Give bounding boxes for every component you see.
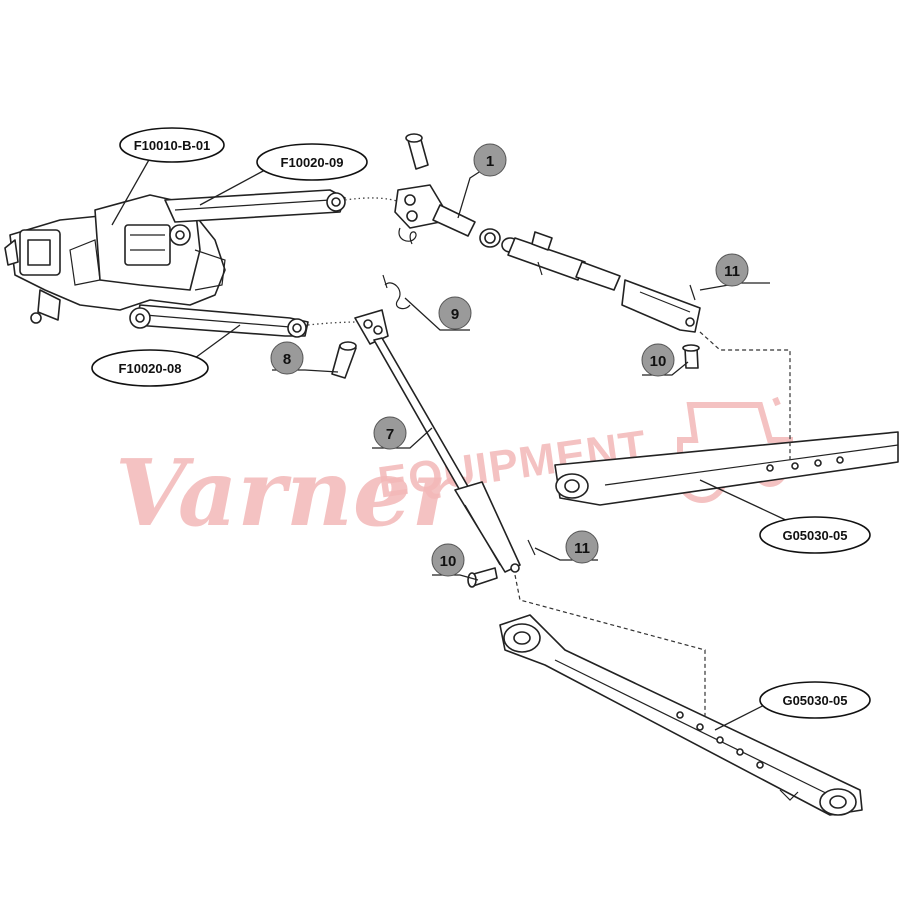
- callout-9: 9: [438, 296, 472, 330]
- label-f10020-08: F10020-08: [91, 349, 209, 387]
- svg-text:F10020-09: F10020-09: [281, 155, 344, 170]
- upper-arm-connection: [344, 197, 401, 203]
- callout-10-top: 10: [641, 343, 675, 377]
- callout-11-top: 11: [715, 253, 749, 287]
- leader-g05030-05-right: [699, 479, 791, 523]
- svg-text:7: 7: [386, 426, 394, 443]
- callout-8: 8: [270, 341, 304, 375]
- leader-f10010: [111, 157, 151, 226]
- callout-10-bottom: 10: [431, 543, 465, 577]
- svg-text:F10020-08: F10020-08: [119, 361, 182, 376]
- pin-bottom: [467, 567, 498, 588]
- pin-top: [682, 344, 700, 369]
- assembly-line-bottom: [514, 574, 706, 720]
- leader-f10020-08: [194, 324, 241, 359]
- lower-link-right: [554, 431, 899, 506]
- callout-7: 7: [373, 416, 407, 450]
- label-g05030-05-right: G05030-05: [759, 516, 871, 554]
- top-link-assembly: [394, 133, 701, 333]
- svg-text:11: 11: [574, 540, 590, 557]
- svg-text:10: 10: [650, 353, 667, 370]
- lower-link-left: [499, 614, 863, 816]
- leader-f10020-09: [199, 169, 266, 206]
- watermark-script: Varner: [115, 439, 466, 547]
- svg-text:G05030-05: G05030-05: [782, 693, 847, 708]
- linch-pin-bottom: [527, 539, 536, 556]
- label-f10010-b-01: F10010-B-01: [119, 127, 225, 163]
- callout-1: 1: [473, 143, 507, 177]
- svg-text:G05030-05: G05030-05: [782, 528, 847, 543]
- svg-text:11: 11: [724, 263, 740, 280]
- label-f10020-09: F10020-09: [256, 143, 368, 181]
- svg-text:10: 10: [440, 553, 457, 570]
- lift-rod-pin: [331, 341, 357, 379]
- lower-arm-connection: [307, 321, 361, 326]
- lift-cover-housing: [4, 194, 226, 324]
- upper-lift-arm: [164, 189, 346, 223]
- svg-text:8: 8: [283, 351, 291, 368]
- svg-text:9: 9: [451, 306, 459, 323]
- leader-9: [404, 297, 470, 331]
- callout-11-bottom: 11: [565, 530, 599, 564]
- svg-text:F10010-B-01: F10010-B-01: [134, 138, 211, 153]
- svg-text:1: 1: [486, 153, 494, 170]
- lower-lift-arm: [129, 304, 309, 338]
- label-g05030-05-left: G05030-05: [759, 681, 871, 719]
- lift-rod-assembly: [354, 274, 521, 573]
